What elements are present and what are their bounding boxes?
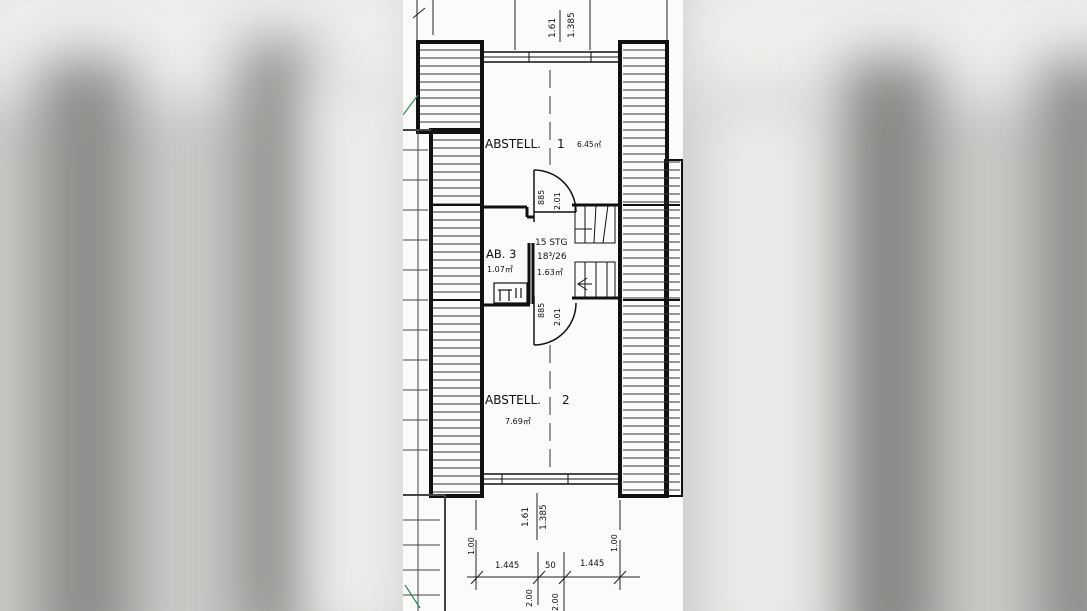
dim-left-segment: 1.445 bbox=[495, 561, 519, 571]
right-roof-slope bbox=[618, 40, 683, 498]
dim-right-vertical: 1.00 bbox=[610, 534, 619, 552]
room-name: ABSTELL. bbox=[485, 393, 541, 407]
room-ab-3: AB. 3 1.07㎡ bbox=[486, 247, 516, 274]
dim-left-vertical: 1.00 bbox=[467, 537, 476, 555]
dim-right-segment: 1.445 bbox=[580, 559, 604, 569]
window-top-width: 1.61 bbox=[548, 18, 558, 38]
lower-door-height: 2.01 bbox=[553, 308, 562, 326]
dim-mid-right-vertical: 2.00 bbox=[551, 593, 560, 611]
floor-plan-drawing: 1.61 1.385 bbox=[403, 0, 683, 611]
window-bottom-height: 1.385 bbox=[539, 504, 549, 530]
stair-area: 1.63㎡ bbox=[537, 268, 563, 277]
dim-middle-segment: 50 bbox=[545, 561, 556, 571]
top-window bbox=[482, 51, 620, 63]
window-bottom-width: 1.61 bbox=[521, 507, 531, 527]
left-roof-slope bbox=[416, 40, 484, 498]
dim-mid-left-vertical: 2.00 bbox=[525, 589, 534, 607]
room-name: ABSTELL. bbox=[485, 137, 541, 151]
room-abstell-1: ABSTELL. 1 6.45㎡ bbox=[485, 137, 602, 151]
bottom-window bbox=[482, 473, 620, 485]
lower-door-width: 885 bbox=[537, 303, 546, 318]
room-area: 6.45㎡ bbox=[577, 140, 602, 149]
stair-ratio: 18³/26 bbox=[537, 252, 567, 262]
room-area: 7.69㎡ bbox=[505, 417, 531, 426]
top-dimension-lines bbox=[412, 0, 668, 160]
floor-plan-image: 1.61 1.385 bbox=[403, 0, 683, 611]
green-mark-top bbox=[403, 94, 419, 116]
window-top-height: 1.385 bbox=[567, 12, 577, 38]
ab3-cabinet bbox=[493, 282, 528, 304]
stair-info: 15 STG 18³/26 1.63㎡ bbox=[535, 238, 568, 277]
bottom-dimension-lines bbox=[467, 493, 640, 611]
stair-steps: 15 STG bbox=[535, 238, 568, 248]
upper-door-height: 2.01 bbox=[553, 192, 562, 210]
window-top-dims: 1.61 1.385 bbox=[548, 12, 577, 38]
green-mark-bottom bbox=[404, 584, 421, 609]
room-area: 1.07㎡ bbox=[487, 265, 513, 274]
room-name: AB. 3 bbox=[486, 247, 516, 261]
upper-door-width: 885 bbox=[537, 190, 546, 205]
upper-door bbox=[533, 169, 577, 222]
room-number: 2 bbox=[562, 393, 570, 407]
lower-door bbox=[533, 296, 577, 346]
room-number: 1 bbox=[557, 137, 565, 151]
room-abstell-2: ABSTELL. 2 7.69㎡ bbox=[485, 393, 570, 426]
staircase bbox=[574, 204, 616, 299]
left-adjacent-structure bbox=[403, 129, 446, 611]
